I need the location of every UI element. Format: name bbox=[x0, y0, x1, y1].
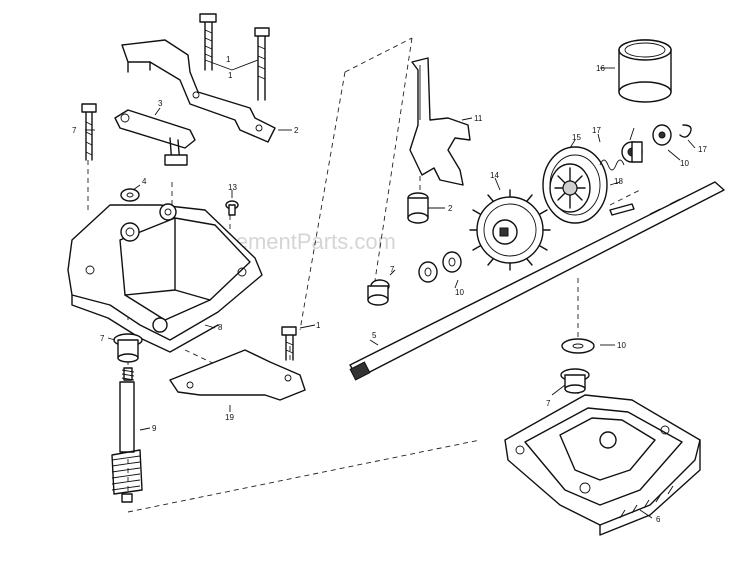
callout-10: 10 bbox=[617, 341, 626, 350]
rivet-part bbox=[225, 200, 239, 216]
callout-11: 11 bbox=[474, 114, 483, 123]
callout-17: 17 bbox=[698, 145, 707, 154]
callout-1: 1 bbox=[228, 71, 233, 80]
shift-lever-part bbox=[114, 109, 196, 166]
callout-9: 9 bbox=[152, 424, 157, 433]
callout-19: 19 bbox=[225, 413, 234, 422]
callout-15: 15 bbox=[572, 133, 581, 142]
leader-lines bbox=[85, 59, 696, 519]
callout-1: 1 bbox=[226, 55, 231, 64]
callout-7: 7 bbox=[546, 399, 551, 408]
washer-part bbox=[120, 188, 140, 202]
housing-cover-part bbox=[67, 203, 263, 353]
clutch-pulley-part bbox=[542, 146, 608, 224]
callout-17: 17 bbox=[592, 126, 601, 135]
callout-2: 2 bbox=[448, 204, 453, 213]
shaft-bushing-part bbox=[367, 279, 390, 306]
shaft-key-part bbox=[609, 203, 635, 216]
lower-case-part bbox=[504, 394, 701, 536]
sleeve-bushing-part bbox=[618, 39, 672, 103]
callout-7: 7 bbox=[100, 334, 105, 343]
callout-10: 10 bbox=[680, 159, 689, 168]
callout-13: 13 bbox=[228, 183, 237, 192]
spur-gear-part bbox=[469, 189, 551, 271]
axle-shaft-part bbox=[349, 181, 725, 381]
callout-7: 7 bbox=[390, 265, 395, 274]
callout-5: 5 bbox=[372, 331, 377, 340]
shift-fork-part bbox=[409, 57, 471, 186]
spring-collar-part bbox=[599, 124, 692, 171]
callout-labels: 1 1 1 2 2 3 4 5 6 7 7 7 7 8 9 10 10 10 1… bbox=[72, 55, 707, 524]
callout-18: 18 bbox=[614, 177, 623, 186]
worm-shaft-part bbox=[111, 367, 143, 503]
fork-bushing-part bbox=[407, 192, 429, 224]
callout-10: 10 bbox=[455, 288, 464, 297]
callout-16: 16 bbox=[596, 64, 605, 73]
callout-2: 2 bbox=[294, 126, 299, 135]
support-bracket-part bbox=[169, 326, 306, 401]
callout-1: 1 bbox=[316, 321, 321, 330]
callout-14: 14 bbox=[490, 171, 499, 180]
shift-bracket-part bbox=[121, 13, 276, 143]
callout-4: 4 bbox=[142, 177, 147, 186]
callout-8: 8 bbox=[218, 323, 223, 332]
lower-bushing-part bbox=[560, 368, 590, 394]
thrust-washer-part bbox=[418, 261, 438, 283]
callout-6: 6 bbox=[656, 515, 661, 524]
callout-7: 7 bbox=[72, 126, 77, 135]
callout-3: 3 bbox=[158, 99, 163, 108]
bushing-left-part bbox=[113, 333, 143, 363]
long-screw-part bbox=[81, 103, 97, 161]
lower-washer-part bbox=[561, 338, 595, 354]
